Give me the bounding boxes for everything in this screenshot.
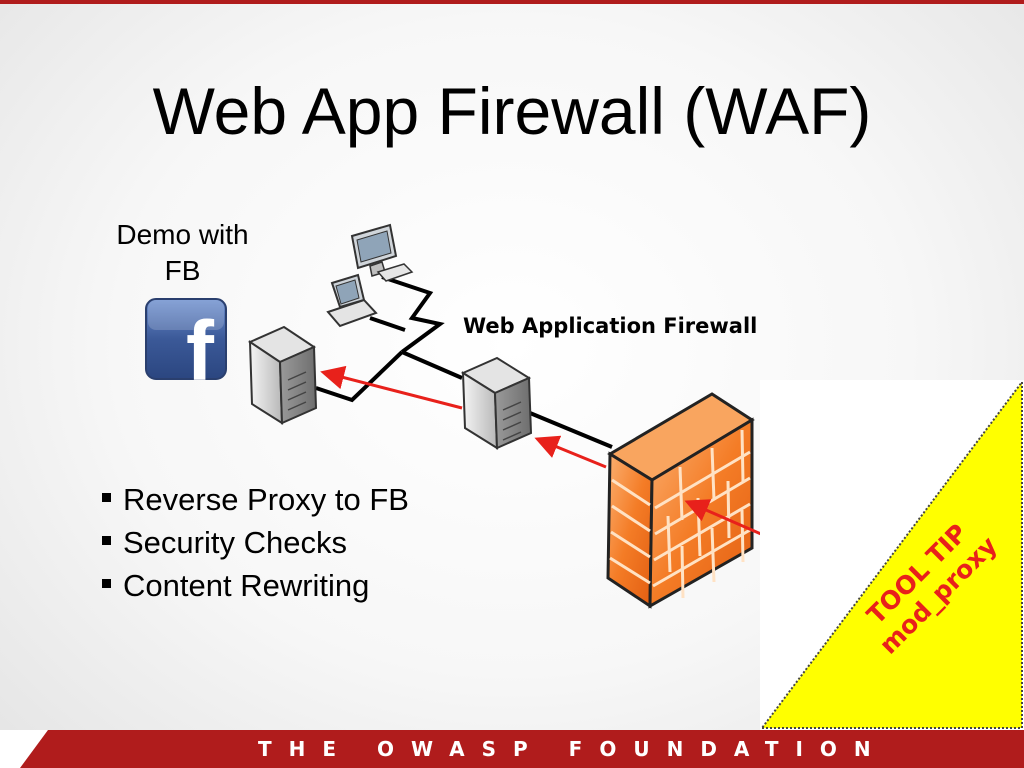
demo-caption-line1: Demo with [116, 219, 249, 250]
facebook-logo: f [145, 298, 227, 398]
waf-label: Web Application Firewall [463, 314, 758, 338]
top-accent-bar [0, 0, 1024, 4]
bullet-marker-icon [102, 493, 111, 503]
desktop-computer-icon [350, 223, 414, 282]
bullet-item: Reverse Proxy to FB [102, 478, 409, 521]
network-cables [315, 275, 613, 449]
bullet-list: Reverse Proxy to FB Security Checks Cont… [102, 478, 409, 607]
server-icon [247, 325, 318, 425]
bullet-text: Content Rewriting [123, 568, 370, 603]
server-icon [460, 356, 533, 450]
slide-title: Web App Firewall (WAF) [152, 74, 872, 148]
facebook-logo-letter: f [186, 304, 215, 398]
arrow-to-origin-server [320, 365, 463, 410]
bullet-item: Security Checks [102, 521, 409, 564]
footer-bar [0, 730, 1024, 768]
demo-caption-line2: FB [164, 255, 201, 286]
bullet-marker-icon [102, 536, 111, 546]
bullet-marker-icon [102, 579, 111, 589]
bullet-text: Reverse Proxy to FB [123, 482, 409, 517]
tool-tip-callout [759, 379, 1024, 730]
arrow-to-proxy-server [534, 435, 607, 469]
laptop-icon [326, 273, 378, 328]
bullet-text: Security Checks [123, 525, 347, 560]
bullet-item: Content Rewriting [102, 564, 409, 607]
demo-caption: Demo with FB [100, 217, 265, 289]
firewall-icon [606, 392, 755, 609]
footer-text: THE OWASP FOUNDATION [258, 737, 888, 761]
